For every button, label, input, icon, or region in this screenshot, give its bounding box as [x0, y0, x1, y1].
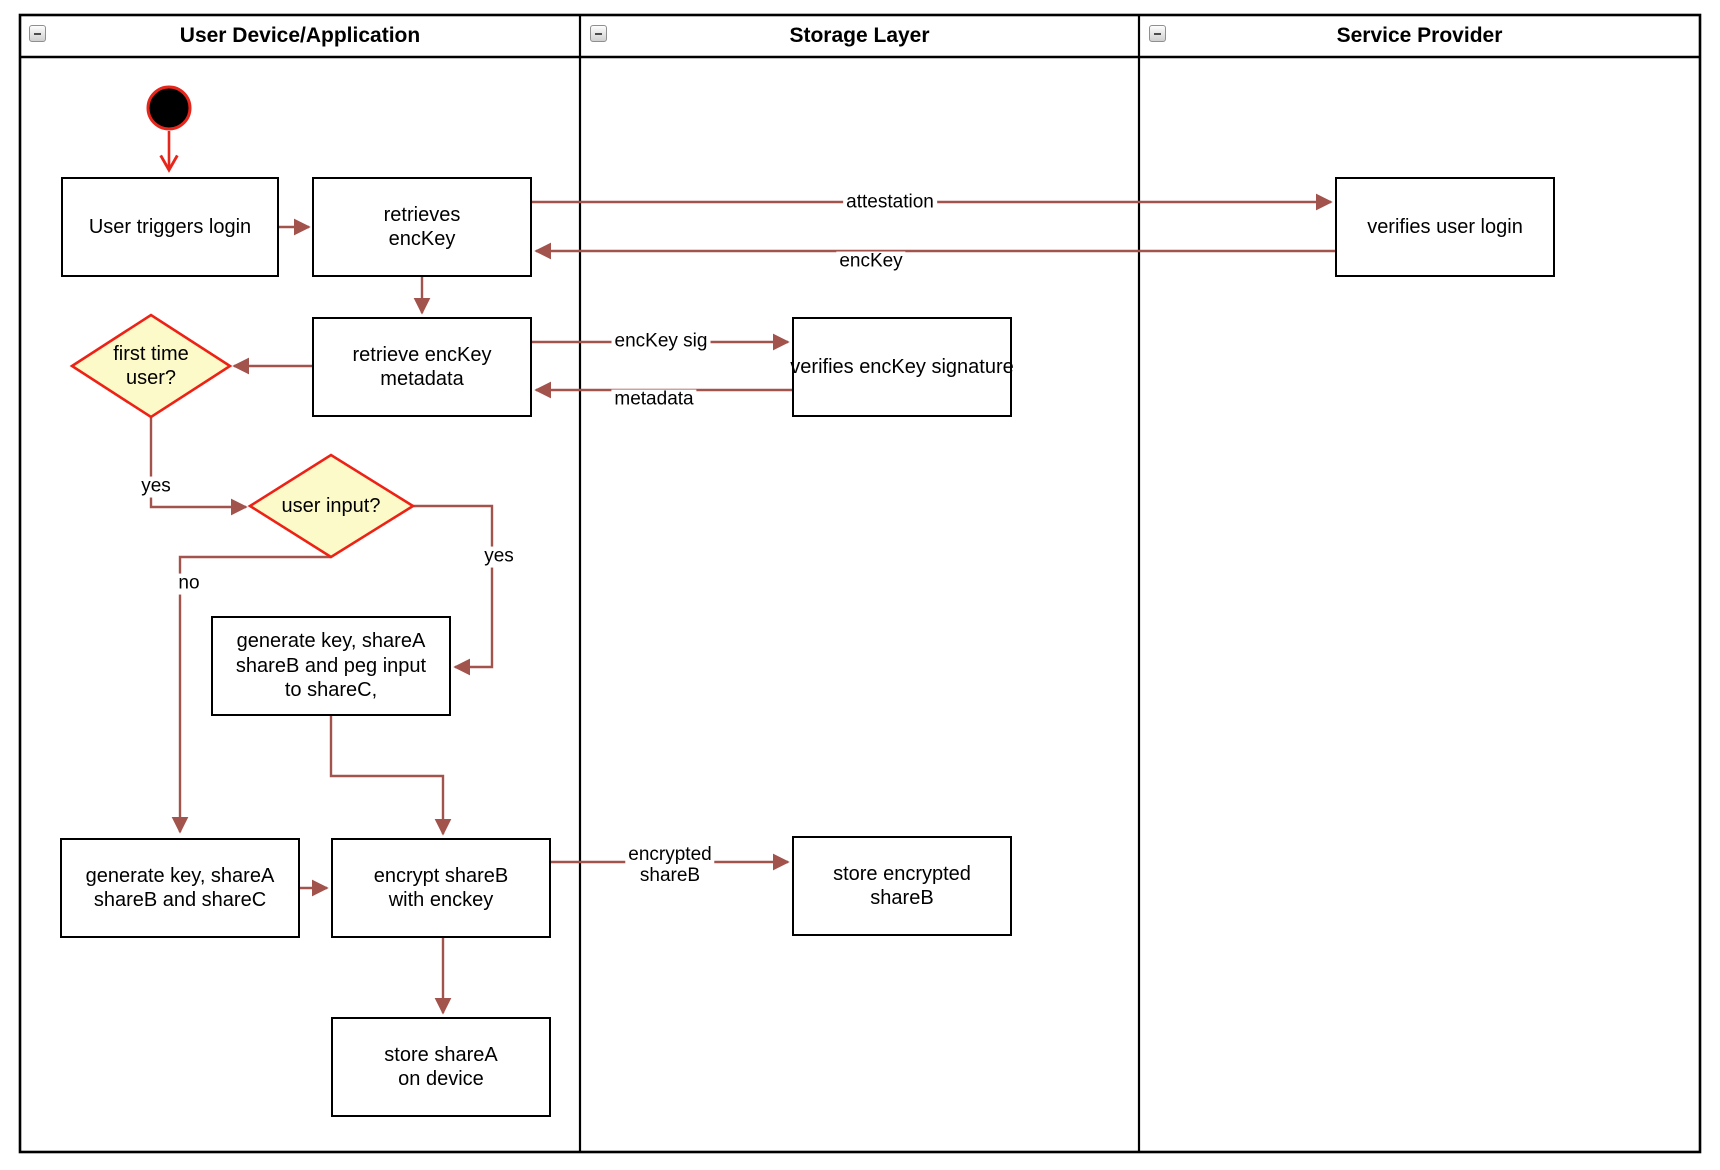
edge-label-yes-first-time: yes [138, 476, 174, 498]
lane-title-user-device[interactable]: User Device/Application [179, 24, 421, 47]
edge-label-enckey-sig: encKey sig [611, 331, 711, 353]
edge-user-input-no[interactable] [171, 555, 331, 834]
node-generate-key-shares[interactable]: generate key, shareA shareB and shareC [60, 838, 300, 938]
node-store-sharea-on-device[interactable]: store shareA on device [331, 1017, 551, 1117]
edge-label-attestation: attestation [843, 192, 937, 214]
collapse-button-service-provider[interactable] [1149, 25, 1166, 42]
collapse-minus-icon [1154, 32, 1161, 35]
lane-title-storage[interactable]: Storage Layer [789, 24, 930, 47]
lane-title-service-provider[interactable]: Service Provider [1336, 24, 1503, 47]
edge-generate-peg-to-encrypt[interactable] [329, 716, 452, 836]
collapse-minus-icon [595, 32, 602, 35]
collapse-minus-icon [34, 32, 41, 35]
edge-label-encrypted-shareb: encrypted shareB [625, 844, 715, 887]
node-user-triggers-login[interactable]: User triggers login [61, 177, 279, 277]
start-node[interactable] [146, 85, 192, 131]
decision-user-input[interactable] [247, 453, 416, 559]
edge-label-enckey: encKey [836, 251, 906, 273]
edge-label-metadata: metadata [611, 389, 697, 411]
node-generate-key-peg-input[interactable]: generate key, shareA shareB and peg inpu… [211, 616, 451, 716]
collapse-button-user-device[interactable] [29, 25, 46, 42]
node-verifies-user-login[interactable]: verifies user login [1335, 177, 1555, 277]
node-encrypt-shareb[interactable]: encrypt shareB with enckey [331, 838, 551, 938]
node-retrieve-enckey-metadata[interactable]: retrieve encKey metadata [312, 317, 532, 417]
edge-label-yes-user-input: yes [481, 546, 517, 568]
edge-label-no-user-input: no [175, 573, 203, 595]
pool-frame [18, 13, 1702, 1154]
edge-user-input-yes[interactable] [413, 504, 494, 676]
decision-first-time-user[interactable] [69, 313, 233, 419]
node-retrieves-enckey[interactable]: retrieves encKey [312, 177, 532, 277]
edge-first-time-yes[interactable] [149, 417, 248, 516]
collapse-button-storage[interactable] [590, 25, 607, 42]
node-store-encrypted-shareb[interactable]: store encrypted shareB [792, 836, 1012, 936]
node-verifies-enckey-signature[interactable]: verifies encKey signature [790, 317, 1014, 417]
